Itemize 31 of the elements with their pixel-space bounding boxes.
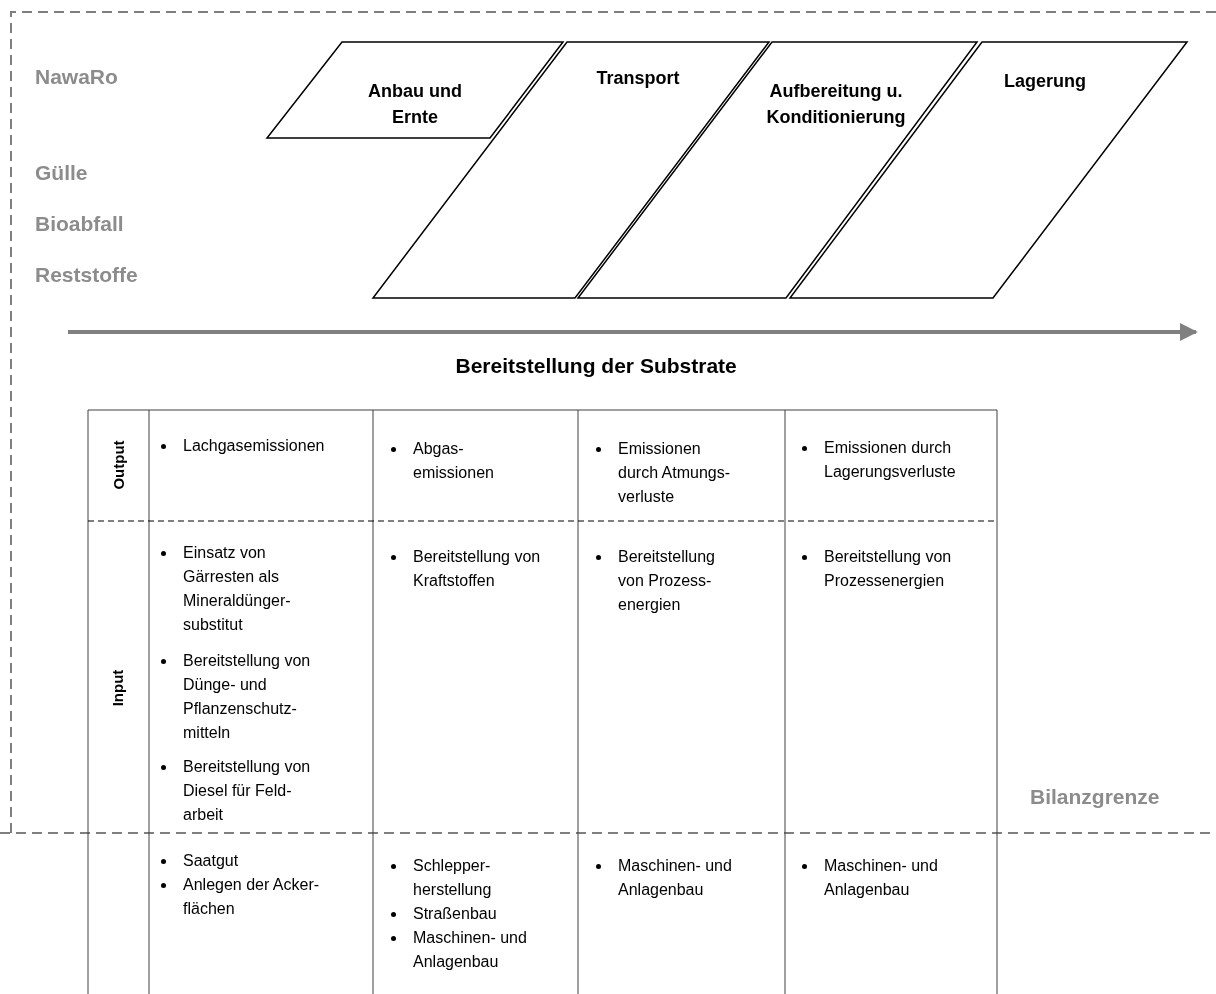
list-item-text: Bereitstellung von Prozess- energien — [618, 547, 716, 615]
list-item-text: Bereitstellung von Prozessenergien — [824, 547, 953, 591]
list-item-text: Straßenbau — [413, 904, 498, 924]
list-item-text: Lachgasemissionen — [183, 436, 326, 456]
list-item-text: Emissionen durch Lagerungsverluste — [824, 438, 957, 482]
side-label: Reststoffe — [35, 262, 138, 288]
list-item-text: Schlepper- herstellung — [413, 856, 493, 900]
list-item-text: Bereitstellung von Diesel für Feld- arbeit — [183, 757, 312, 825]
step-label: Lagerung — [1003, 70, 1087, 93]
list-item-text: Emissionen durch Atmungs- verluste — [618, 439, 732, 507]
side-label: Gülle — [35, 160, 88, 186]
list-item-text: Abgas- emissionen — [413, 439, 495, 483]
process-step-parallelogram — [267, 42, 563, 138]
step-label: Anbau und Ernte — [367, 80, 463, 129]
step-label: Aufbereitung u. Konditionierung — [765, 80, 907, 129]
list-item-text: Maschinen- und Anlagenbau — [413, 928, 528, 972]
side-label: Bilanzgrenze — [1030, 784, 1160, 810]
list-item-text: Maschinen- und Anlagenbau — [618, 856, 733, 900]
row-header: Output — [109, 440, 128, 490]
list-item-text: Bereitstellung von Kraftstoffen — [413, 547, 542, 591]
list-item-text: Saatgut — [183, 851, 240, 871]
list-item-text: Maschinen- und Anlagenbau — [824, 856, 939, 900]
list-item-text: Anlegen der Acker- flächen — [183, 875, 321, 919]
list-item-text: Einsatz von Gärresten als Mineraldünger- substitut — [183, 543, 292, 635]
side-label: NawaRo — [35, 64, 118, 90]
step-label: Transport — [595, 67, 681, 90]
side-label: Bioabfall — [35, 211, 124, 237]
list-item-text: Bereitstellung von Dünge- und Pflanzenschutz- mitteln — [183, 651, 312, 743]
axis-label: Bereitstellung der Substrate — [455, 353, 737, 379]
process-step-parallelogram — [578, 42, 977, 298]
row-header: Input — [108, 669, 127, 707]
